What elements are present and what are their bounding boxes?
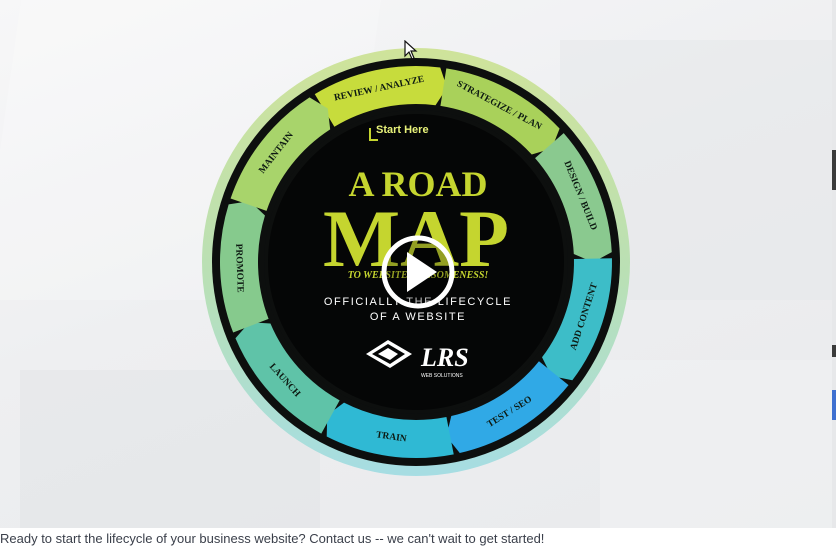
- lifecycle-segment: [446, 361, 569, 454]
- lifecycle-segment: [326, 402, 454, 458]
- lifecycle-segment-label: PROMOTE: [233, 243, 245, 292]
- edge-marker: [832, 345, 836, 357]
- lifecycle-segment-label: TRAIN: [375, 430, 407, 444]
- edge-marker: [832, 150, 836, 190]
- lifecycle-segment: [535, 133, 612, 263]
- caption-text: Ready to start the lifecycle of your bus…: [0, 531, 545, 546]
- play-button[interactable]: [381, 235, 455, 309]
- lrs-logo: LRS WEB SOLUTIONS: [366, 340, 469, 379]
- logo-text: LRS: [420, 343, 469, 372]
- start-arrow-icon: [369, 128, 378, 141]
- lifecycle-segment: [235, 322, 340, 434]
- lifecycle-segment: [314, 65, 448, 127]
- scrollbar-track[interactable]: [832, 0, 836, 528]
- background-facet: [600, 360, 836, 528]
- subtitle-line1: OFFICIALLY THE LIFECYCLE: [324, 296, 512, 308]
- lifecycle-segment: [220, 201, 269, 333]
- subtitle-line2: OF A WEBSITE: [370, 311, 466, 323]
- edge-marker: [832, 390, 836, 420]
- lifecycle-segment: [230, 97, 331, 211]
- lifecycle-segment: [542, 258, 612, 381]
- play-icon: [407, 252, 437, 292]
- start-here-label: Start Here: [376, 124, 429, 136]
- mouse-pointer-icon: [404, 40, 418, 60]
- logo-subtext: WEB SOLUTIONS: [421, 373, 463, 379]
- lifecycle-segment: [440, 68, 560, 155]
- title-line1: A ROAD: [348, 164, 487, 204]
